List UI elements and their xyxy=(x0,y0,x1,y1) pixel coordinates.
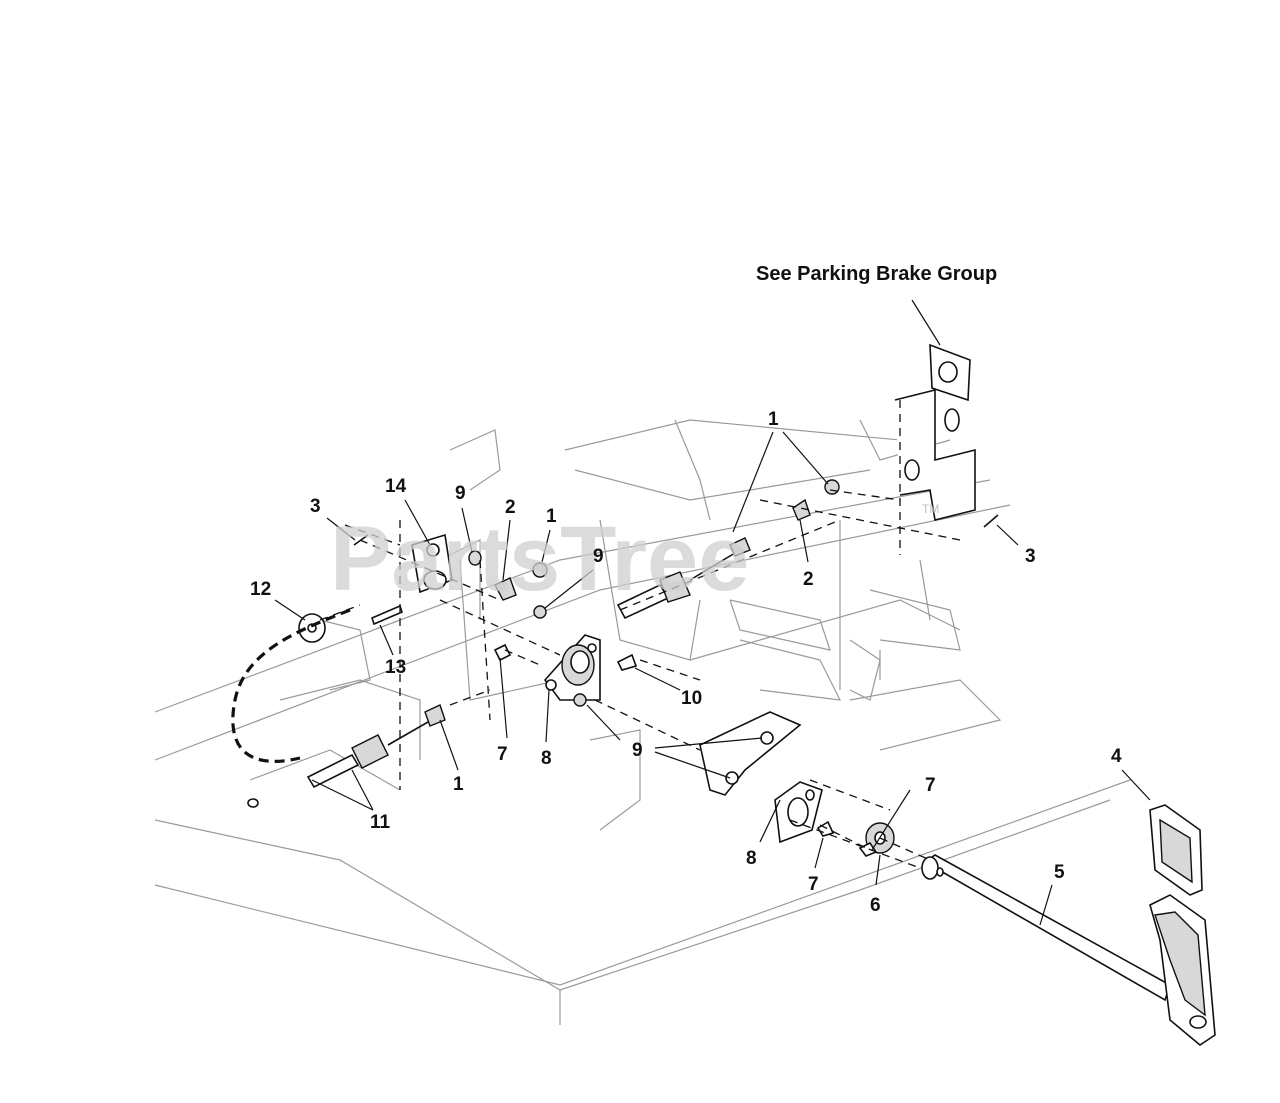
part-label-1: 1 xyxy=(453,774,464,795)
part-label-9: 9 xyxy=(593,546,604,567)
small-hardware xyxy=(353,479,999,857)
cable-bracket-left xyxy=(411,533,453,594)
part-label-6: 6 xyxy=(870,895,881,916)
part-label-5: 5 xyxy=(1054,862,1065,883)
part-label-9: 9 xyxy=(455,483,466,504)
assembly-lines xyxy=(319,489,961,869)
pivot-bracket-right xyxy=(774,781,823,844)
cable-end-left xyxy=(306,704,446,789)
part-label-11: 11 xyxy=(370,812,391,833)
part-label-1: 1 xyxy=(546,506,557,527)
leader-lines xyxy=(274,299,1151,926)
part-label-8: 8 xyxy=(541,748,552,769)
part-label-7: 7 xyxy=(925,775,936,796)
part-label-9: 9 xyxy=(632,740,643,761)
cable-end-right xyxy=(616,537,751,620)
part-label-10: 10 xyxy=(681,688,702,709)
watermark-trademark: TM xyxy=(922,502,939,516)
part-label-1: 1 xyxy=(768,409,779,430)
part-label-2: 2 xyxy=(505,497,516,518)
part-label-3: 3 xyxy=(310,496,321,517)
part-label-4: 4 xyxy=(1111,746,1122,767)
mount-plate xyxy=(699,711,802,796)
parking-brake-reference: See Parking Brake Group xyxy=(756,263,997,285)
part-label-7: 7 xyxy=(497,744,508,765)
watermark-text: PartsTree xyxy=(330,508,749,610)
part-label-7: 7 xyxy=(808,874,819,895)
part-label-3: 3 xyxy=(1025,546,1036,567)
part-label-13: 13 xyxy=(385,657,406,678)
pivot-bracket-center xyxy=(543,634,601,707)
part-label-14: 14 xyxy=(385,476,407,497)
part-label-8: 8 xyxy=(746,848,757,869)
part-label-12: 12 xyxy=(250,579,271,600)
parking-brake-bracket xyxy=(894,343,976,555)
part-label-2: 2 xyxy=(803,569,814,590)
brake-pedal-assembly xyxy=(921,804,1216,1046)
cable-route xyxy=(231,608,351,808)
